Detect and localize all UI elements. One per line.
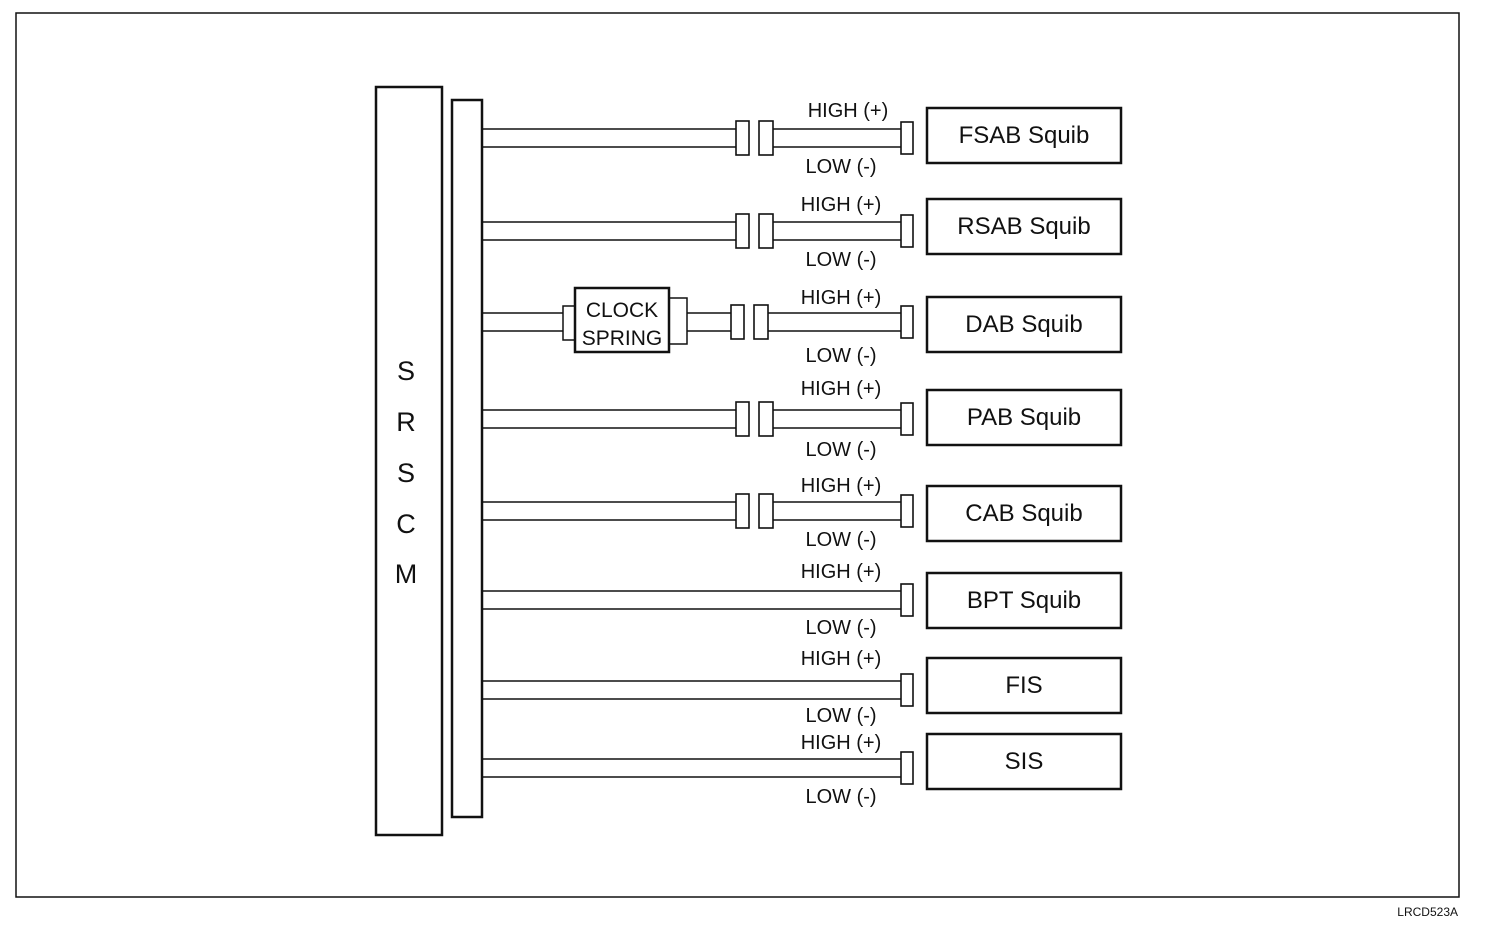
- inline-connector-male: [735, 120, 750, 156]
- low-label: LOW (-): [805, 249, 876, 271]
- clock-spring-box: [573, 286, 671, 354]
- srscm-letter: S: [397, 458, 415, 488]
- squib-box: [925, 197, 1123, 256]
- squib-box: [925, 106, 1123, 165]
- squib-name: FSAB Squib: [959, 122, 1090, 149]
- squib-name: SIS: [1005, 748, 1044, 775]
- low-label: LOW (-): [805, 156, 876, 178]
- high-label: HIGH (+): [801, 287, 882, 309]
- low-label: LOW (-): [805, 786, 876, 808]
- low-label: LOW (-): [805, 705, 876, 727]
- high-label: HIGH (+): [801, 378, 882, 400]
- inline-connector-male: [735, 401, 750, 437]
- squib-box: [925, 732, 1123, 791]
- clock-spring: CLOCK SPRING: [562, 286, 688, 354]
- high-label: HIGH (+): [801, 194, 882, 216]
- srscm-letter: M: [395, 559, 418, 589]
- diagram-frame: [15, 12, 1460, 898]
- squib-connector: [900, 583, 914, 617]
- srscm-connector-bar: [450, 98, 484, 819]
- squib-connector: [900, 402, 914, 436]
- high-label: HIGH (+): [801, 648, 882, 670]
- inline-connector-female: [758, 493, 774, 529]
- squib-box: [925, 656, 1123, 715]
- squib-name: PAB Squib: [967, 404, 1081, 431]
- high-label: HIGH (+): [801, 475, 882, 497]
- squib-connector: [900, 305, 914, 339]
- srscm-module: [374, 85, 444, 837]
- squib-connector: [900, 673, 914, 707]
- low-label: LOW (-): [805, 345, 876, 367]
- low-label: LOW (-): [805, 439, 876, 461]
- high-label: HIGH (+): [808, 100, 889, 122]
- low-label: LOW (-): [805, 617, 876, 639]
- squib-name: RSAB Squib: [957, 213, 1090, 240]
- squib-name: BPT Squib: [967, 587, 1081, 614]
- inline-connector-female: [758, 213, 774, 249]
- high-label: HIGH (+): [801, 732, 882, 754]
- srscm-letter: C: [396, 509, 416, 539]
- low-label: LOW (-): [805, 529, 876, 551]
- srscm-letters: S R S C M: [395, 356, 418, 589]
- squib-connector: [900, 121, 914, 155]
- inline-connector-female: [758, 401, 774, 437]
- clock-spring-label-line2: SPRING: [582, 327, 663, 350]
- squib-box: [925, 484, 1123, 543]
- inline-connector-female: [753, 304, 769, 340]
- srscm-letter: R: [396, 407, 416, 437]
- squib-connector: [900, 751, 914, 785]
- clock-spring-left-plug: [562, 305, 576, 341]
- figure-code: LRCD523A: [1397, 905, 1458, 919]
- inline-connector-male: [735, 213, 750, 249]
- srscm-letter: S: [397, 356, 415, 386]
- inline-connector-male: [730, 304, 745, 340]
- inline-connector-male: [735, 493, 750, 529]
- clock-spring-label-line1: CLOCK: [586, 299, 658, 322]
- squib-name: CAB Squib: [965, 500, 1082, 527]
- squib-connector: [900, 214, 914, 248]
- inline-connector-female: [758, 120, 774, 156]
- squib-box: [925, 571, 1123, 630]
- squib-connector: [900, 494, 914, 528]
- high-label: HIGH (+): [801, 561, 882, 583]
- clock-spring-right-plug: [668, 297, 688, 345]
- squib-box: [925, 388, 1123, 447]
- squib-name: DAB Squib: [965, 311, 1082, 338]
- squib-box: [925, 295, 1123, 354]
- squib-name: FIS: [1005, 672, 1042, 699]
